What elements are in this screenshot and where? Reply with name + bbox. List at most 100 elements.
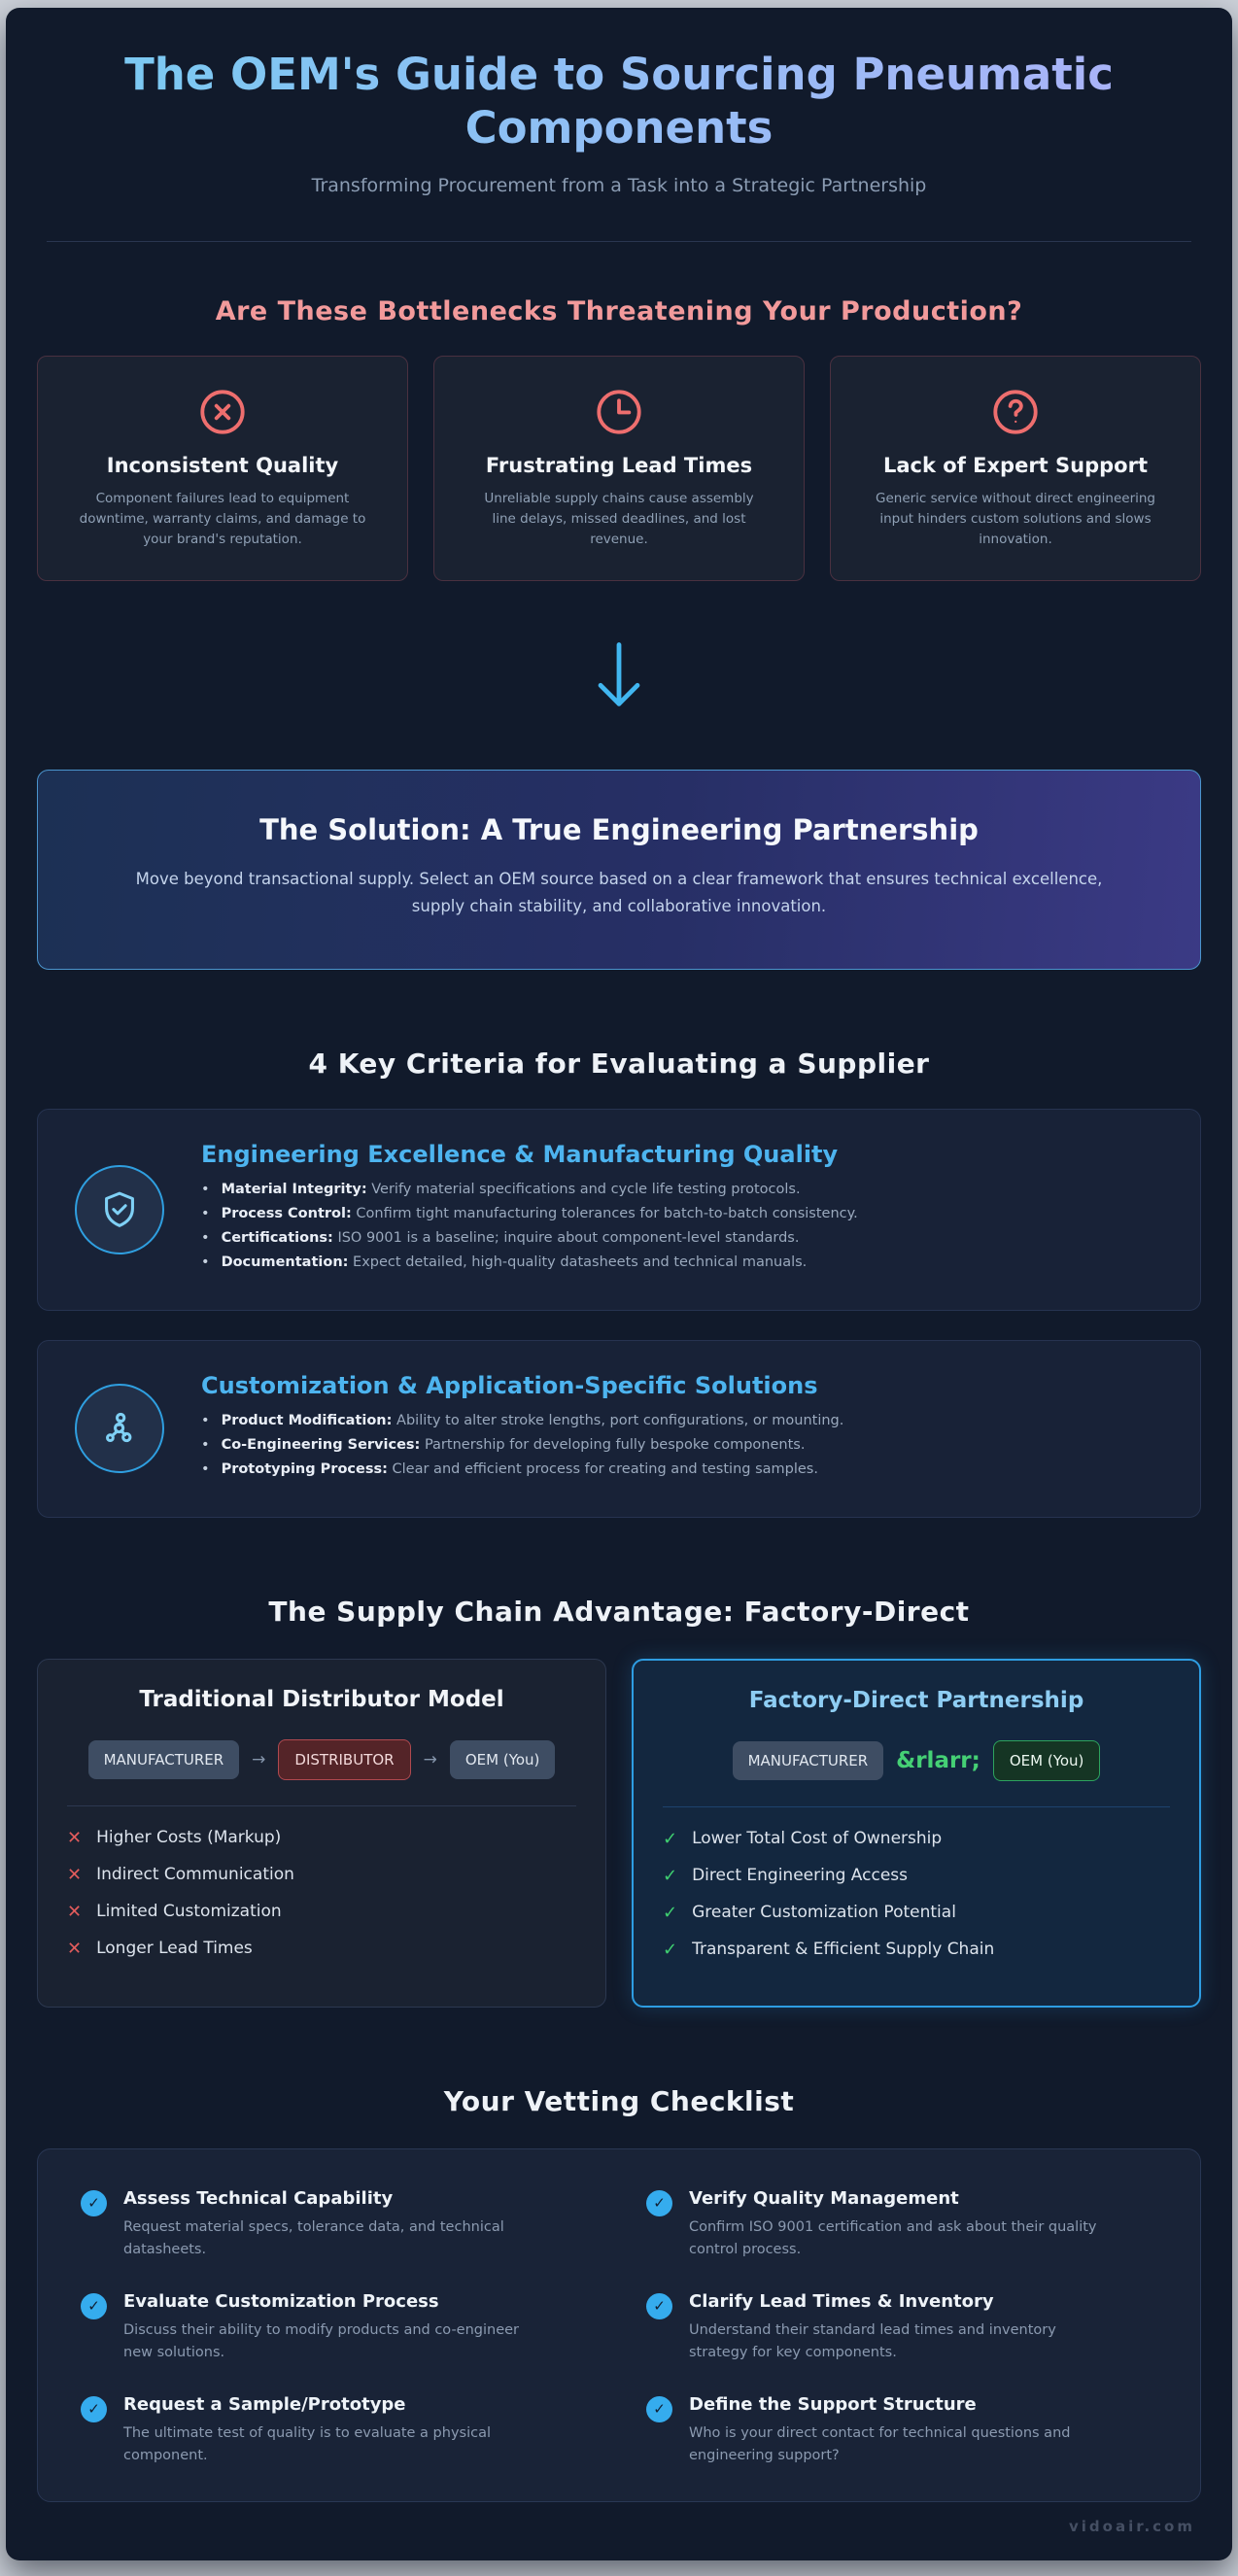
- question-circle-icon: [854, 386, 1177, 438]
- criteria-card-engineering: Engineering Excellence & Manufacturing Q…: [37, 1108, 1201, 1311]
- x-mark-icon: ✕: [67, 1864, 83, 1885]
- criteria-bullet: Process Control: Confirm tight manufactu…: [201, 1206, 858, 1221]
- criteria-bullet-list: Product Modification: Ability to alter s…: [201, 1412, 844, 1477]
- problem-card-support: Lack of Expert Support Generic service w…: [830, 355, 1201, 581]
- bullet-label: Process Control:: [221, 1205, 352, 1221]
- pro-text: Direct Engineering Access: [692, 1866, 908, 1886]
- checklist-item: ✓ Define the Support Structure Who is yo…: [646, 2394, 1157, 2468]
- problem-card-title: Frustrating Lead Times: [485, 453, 753, 477]
- checklist-item-text: Confirm ISO 9001 certification and ask a…: [689, 2218, 1097, 2258]
- bullet-label: Co-Engineering Services:: [221, 1436, 421, 1453]
- pro-row: ✓ Direct Engineering Access: [663, 1866, 1170, 1886]
- traditional-model-panel: Traditional Distributor Model MANUFACTUR…: [37, 1658, 606, 2008]
- con-row: ✕ Indirect Communication: [67, 1865, 576, 1885]
- bullet-label: Prototyping Process:: [221, 1460, 388, 1477]
- problem-cards: Inconsistent Quality Component failures …: [37, 355, 1201, 581]
- problems-heading: Are These Bottlenecks Threatening Your P…: [215, 295, 1023, 326]
- criteria-card-title: Engineering Excellence & Manufacturing Q…: [201, 1140, 839, 1168]
- direct-flow: MANUFACTURER &rlarr; OEM (You): [663, 1739, 1170, 1781]
- manufacturer-chip: MANUFACTURER: [87, 1739, 240, 1779]
- checklist-item: ✓ Evaluate Customization Process Discuss…: [81, 2291, 592, 2365]
- bullet-label: Certifications:: [221, 1229, 333, 1246]
- bullet-text: ISO 9001 is a baseline; inquire about co…: [332, 1229, 800, 1246]
- traditional-flow: MANUFACTURER → DISTRIBUTOR → OEM (You): [67, 1738, 576, 1780]
- con-text: Limited Customization: [96, 1902, 282, 1922]
- molecule-icon: [75, 1384, 164, 1474]
- criteria-card-customization: Customization & Application-Specific Sol…: [37, 1339, 1201, 1518]
- factory-direct-panel: Factory-Direct Partnership MANUFACTURER …: [632, 1658, 1201, 2008]
- checklist-item: ✓ Request a Sample/Prototype The ultimat…: [81, 2394, 592, 2468]
- problem-card-title: Lack of Expert Support: [883, 453, 1148, 477]
- check-badge-icon: ✓: [646, 2189, 672, 2216]
- criteria-bullet: Prototyping Process: Clear and efficient…: [201, 1461, 843, 1477]
- checklist-item-text: Understand their standard lead times and…: [689, 2321, 1056, 2361]
- x-mark-icon: ✕: [67, 1901, 83, 1922]
- criteria-card-title: Customization & Application-Specific Sol…: [201, 1371, 818, 1399]
- check-mark-icon: ✓: [663, 1828, 678, 1849]
- solution-banner: The Solution: A True Engineering Partner…: [37, 769, 1201, 970]
- rlarr-entity-text: &rlarr;: [896, 1747, 980, 1773]
- check-badge-icon: ✓: [646, 2395, 672, 2422]
- header-divider: [47, 240, 1191, 242]
- criteria-bullet: Material Integrity: Verify material spec…: [201, 1182, 858, 1197]
- checklist-item-title: Request a Sample/Prototype: [123, 2393, 406, 2415]
- check-mark-icon: ✓: [663, 1865, 678, 1886]
- checklist-item-title: Verify Quality Management: [689, 2187, 959, 2209]
- checklist-item-text: Discuss their ability to modify products…: [123, 2321, 520, 2361]
- panel-divider: [663, 1805, 1170, 1807]
- pro-text: Greater Customization Potential: [692, 1903, 956, 1923]
- checklist-item: ✓ Assess Technical Capability Request ma…: [81, 2188, 592, 2262]
- con-text: Longer Lead Times: [96, 1939, 253, 1959]
- bullet-label: Material Integrity:: [221, 1181, 367, 1197]
- pro-row: ✓ Lower Total Cost of Ownership: [663, 1829, 1170, 1849]
- con-row: ✕ Longer Lead Times: [67, 1939, 576, 1959]
- bullet-text: Confirm tight manufacturing tolerances f…: [351, 1205, 858, 1221]
- check-badge-icon: ✓: [646, 2292, 672, 2319]
- direct-panel-title: Factory-Direct Partnership: [748, 1687, 1084, 1713]
- criteria-bullet: Co-Engineering Services: Partnership for…: [201, 1437, 843, 1453]
- checklist-item-title: Define the Support Structure: [689, 2393, 977, 2415]
- supply-comparison: Traditional Distributor Model MANUFACTUR…: [37, 1658, 1201, 2008]
- criteria-heading: 4 Key Criteria for Evaluating a Supplier: [308, 1047, 930, 1080]
- checklist-item-text: Request material specs, tolerance data, …: [123, 2218, 504, 2258]
- x-circle-icon: [61, 386, 384, 438]
- con-row: ✕ Limited Customization: [67, 1902, 576, 1922]
- down-arrow-icon: [37, 637, 1201, 721]
- con-row: ✕Higher Costs (Markup): [67, 1828, 576, 1848]
- problem-card-lead-times: Frustrating Lead Times Unreliable supply…: [433, 355, 805, 581]
- oem-chip: OEM (You): [449, 1739, 556, 1779]
- traditional-panel-title: Traditional Distributor Model: [139, 1686, 504, 1712]
- page-title: The OEM's Guide to Sourcing Pneumatic Co…: [55, 49, 1183, 155]
- con-text: Indirect Communication: [96, 1865, 294, 1885]
- right-arrow-icon: →: [423, 1749, 437, 1769]
- check-badge-icon: ✓: [81, 2189, 107, 2216]
- panel-divider: [67, 1804, 576, 1806]
- check-badge-icon: ✓: [81, 2292, 107, 2319]
- bullet-label: Product Modification:: [221, 1412, 393, 1428]
- problem-card-text: Component failures lead to equipment dow…: [79, 490, 366, 548]
- solution-title: The Solution: A True Engineering Partner…: [259, 812, 979, 846]
- check-badge-icon: ✓: [81, 2395, 107, 2422]
- criteria-bullet: Documentation: Expect detailed, high-qua…: [201, 1254, 858, 1270]
- pro-row: ✓ Greater Customization Potential: [663, 1903, 1170, 1923]
- checklist-item-title: Assess Technical Capability: [123, 2187, 394, 2209]
- shield-check-icon: [75, 1164, 164, 1254]
- checklist-item-title: Evaluate Customization Process: [123, 2290, 439, 2312]
- x-mark-icon: ✕: [67, 1938, 83, 1959]
- pro-text: Lower Total Cost of Ownership: [692, 1829, 943, 1849]
- manufacturer-chip: MANUFACTURER: [732, 1740, 884, 1780]
- oem-chip: OEM (You): [992, 1739, 1101, 1781]
- bullet-label: Documentation:: [221, 1254, 349, 1270]
- check-mark-icon: ✓: [663, 1902, 678, 1923]
- checklist-item-title: Clarify Lead Times & Inventory: [689, 2290, 994, 2312]
- bullet-text: Ability to alter stroke lengths, port co…: [392, 1412, 844, 1428]
- problem-card-title: Inconsistent Quality: [106, 453, 339, 477]
- criteria-bullet-list: Material Integrity: Verify material spec…: [201, 1182, 858, 1270]
- x-mark-icon: ✕: [67, 1827, 83, 1848]
- bullet-text: Partnership for developing fully bespoke…: [420, 1436, 806, 1453]
- checklist-item: ✓ Verify Quality Management Confirm ISO …: [646, 2188, 1157, 2262]
- problem-card-text: Unreliable supply chains cause assembly …: [484, 490, 754, 548]
- clock-icon: [458, 386, 780, 438]
- bullet-text: Clear and efficient process for creating…: [387, 1460, 818, 1477]
- right-arrow-icon: →: [252, 1749, 266, 1769]
